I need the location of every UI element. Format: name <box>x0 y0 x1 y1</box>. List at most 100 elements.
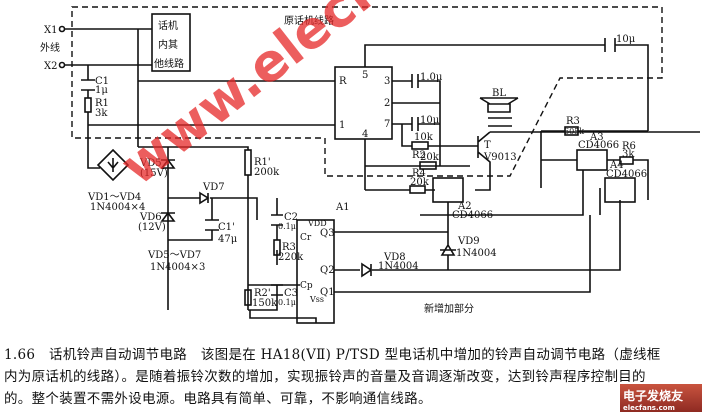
svg-text:Vss: Vss <box>309 295 324 304</box>
svg-text:5: 5 <box>362 70 368 81</box>
svg-text:VD1～VD4: VD1～VD4 <box>87 192 141 203</box>
svg-text:200k: 200k <box>254 167 280 178</box>
transistor-t <box>470 131 700 191</box>
caption-line-2: 内为原话机的线路）。是随着振铃次数的增加，实现振铃声的音量及音调逐渐改变，达到铃… <box>4 369 646 385</box>
capacitors-c2-c3 <box>271 214 283 296</box>
diode-vd8 <box>361 262 373 278</box>
resistor-r1p <box>244 149 252 176</box>
capacitor-c1p <box>205 219 219 231</box>
svg-text:1μ: 1μ <box>95 85 108 96</box>
svg-text:20k: 20k <box>420 152 440 163</box>
svg-text:3k: 3k <box>95 108 108 119</box>
resistor-r3 <box>564 126 579 136</box>
svg-text:150k: 150k <box>252 298 278 309</box>
svg-text:VD5: VD5 <box>139 158 162 169</box>
svg-text:CD4066: CD4066 <box>606 169 647 180</box>
svg-text:1.0μ: 1.0μ <box>420 72 443 83</box>
svg-text:V9013: V9013 <box>483 152 517 163</box>
svg-text:VD9: VD9 <box>457 236 480 247</box>
terminal-x1 <box>58 25 66 33</box>
bridge-rectifier <box>96 148 130 182</box>
svg-text:C1': C1' <box>218 222 235 233</box>
svg-text:Cr: Cr <box>300 233 312 243</box>
svg-text:1N4004: 1N4004 <box>378 261 419 272</box>
svg-text:C3: C3 <box>284 288 298 299</box>
svg-text:BL: BL <box>492 88 506 99</box>
svg-text:A1: A1 <box>335 202 350 213</box>
svg-text:20k: 20k <box>410 177 430 188</box>
svg-text:7: 7 <box>384 119 390 130</box>
svg-text:VD8: VD8 <box>383 252 406 263</box>
svg-text:VD6: VD6 <box>139 212 162 223</box>
svg-text:R4: R4 <box>412 168 426 179</box>
capacitor-c1 <box>81 79 95 91</box>
svg-text:Cp: Cp <box>300 281 313 291</box>
svg-text:CD4066: CD4066 <box>578 140 619 151</box>
svg-text:R6: R6 <box>622 141 636 152</box>
svg-text:C2: C2 <box>284 212 298 223</box>
svg-text:(12V): (12V) <box>138 222 166 233</box>
svg-text:R2: R2 <box>412 150 426 161</box>
svg-text:CD4066: CD4066 <box>452 210 493 221</box>
svg-text:3: 3 <box>384 76 390 87</box>
resistor-r4 <box>409 185 426 194</box>
resistor-r2p <box>244 289 252 306</box>
svg-text:Q3: Q3 <box>320 228 335 239</box>
svg-text:R3: R3 <box>282 242 296 253</box>
svg-text:新增加部分: 新增加部分 <box>424 302 474 315</box>
svg-text:(15V): (15V) <box>140 168 168 179</box>
svg-text:X1: X1 <box>44 25 57 36</box>
resistor-20k <box>419 161 437 170</box>
svg-text:C1: C1 <box>95 76 109 87</box>
svg-text:内其: 内其 <box>158 38 178 51</box>
svg-text:10μ: 10μ <box>420 115 440 126</box>
svg-text:2: 2 <box>384 98 390 109</box>
svg-text:0.1μ: 0.1μ <box>278 222 296 231</box>
svg-text:A2: A2 <box>457 201 472 212</box>
svg-text:原话机线路: 原话机线路 <box>284 14 334 27</box>
resistor-r3b <box>273 239 281 256</box>
zener-vd6 <box>160 211 176 222</box>
switch-a2 <box>432 177 464 203</box>
svg-text:VD5～VD7: VD5～VD7 <box>147 250 201 261</box>
diode-vd7 <box>199 191 210 205</box>
svg-text:VD7: VD7 <box>202 182 225 193</box>
resistor-r6 <box>619 156 634 165</box>
caption-line-3: 的。整个装置不需外设电源。电路具有简单、可靠，不影响通信线路。 <box>4 391 432 407</box>
phone-internal-box <box>151 13 191 72</box>
svg-text:R1': R1' <box>254 157 271 168</box>
svg-text:外线: 外线 <box>40 41 60 54</box>
svg-text:X2: X2 <box>44 61 57 72</box>
svg-text:Q2: Q2 <box>320 265 335 276</box>
speaker-bl <box>479 97 519 127</box>
svg-text:R2': R2' <box>254 288 271 299</box>
svg-text:Q1: Q1 <box>320 287 335 298</box>
svg-text:1N4004: 1N4004 <box>456 248 497 259</box>
resistor-r2 <box>411 141 429 150</box>
svg-text:220k: 220k <box>278 252 304 263</box>
svg-text:10μ: 10μ <box>616 34 636 45</box>
svg-text:1: 1 <box>339 120 345 131</box>
switch-a3 <box>576 149 608 171</box>
svg-text:1N4004×3: 1N4004×3 <box>150 262 205 273</box>
counter-a1 <box>296 219 335 324</box>
svg-text:4: 4 <box>362 129 368 140</box>
svg-text:1N4004×4: 1N4004×4 <box>90 202 145 213</box>
svg-text:605k: 605k <box>564 127 584 136</box>
zener-vd5 <box>160 158 176 169</box>
caption-line-1: 1.66 话机铃声自动调节电路 该图是在 HA18(VⅡ) P/TSD 型电话机… <box>4 347 661 363</box>
switch-a4 <box>604 177 636 203</box>
svg-text:R3: R3 <box>566 116 580 127</box>
resistor-r1 <box>84 97 92 113</box>
svg-text:10k: 10k <box>414 132 434 143</box>
terminal-x2 <box>58 61 66 69</box>
svg-text:A3: A3 <box>589 132 604 143</box>
original-circuit-boundary <box>71 6 663 177</box>
svg-text:0.1μ: 0.1μ <box>278 298 296 307</box>
svg-text:VDD: VDD <box>307 219 327 228</box>
svg-text:R1: R1 <box>95 98 109 109</box>
